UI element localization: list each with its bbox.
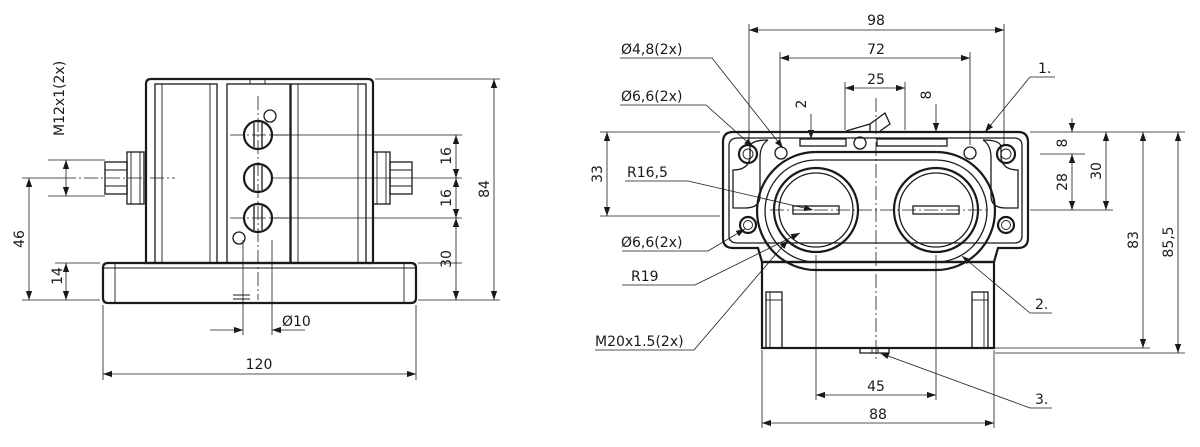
dim-8-right: 8 bbox=[1055, 139, 1071, 148]
flange-plate bbox=[721, 130, 1030, 264]
dim-30-right: 30 bbox=[1089, 162, 1105, 180]
left-plug bbox=[104, 151, 145, 205]
callout-3: 3. bbox=[1035, 392, 1048, 408]
dim-16-upper: 16 bbox=[439, 147, 455, 165]
dim-46: 46 bbox=[12, 230, 28, 248]
top-view: 98 72 25 2 8 Ø4,8(2x) Ø6,6(2x) 33 R16,5 … bbox=[590, 13, 1185, 428]
dim-dia-6-6-upper: Ø6,6(2x) bbox=[621, 89, 682, 105]
dim-98: 98 bbox=[867, 13, 885, 29]
dim-r19: R19 bbox=[631, 269, 659, 285]
dim-dia-10: Ø10 bbox=[282, 314, 311, 330]
dim-16-lower: 16 bbox=[439, 189, 455, 207]
dim-dia-6-6-lower: Ø6,6(2x) bbox=[621, 235, 682, 251]
dim-120: 120 bbox=[246, 357, 273, 373]
mounting-holes bbox=[737, 136, 1017, 235]
housing-body bbox=[144, 77, 375, 265]
dim-85-5: 85,5 bbox=[1161, 226, 1177, 257]
dim-r16-5: R16,5 bbox=[627, 165, 668, 181]
dim-14: 14 bbox=[50, 267, 66, 285]
dim-30-left: 30 bbox=[439, 250, 455, 268]
dim-8-top: 8 bbox=[919, 91, 935, 100]
dim-m20: M20x1.5(2x) bbox=[595, 334, 684, 350]
dim-72: 72 bbox=[867, 42, 885, 58]
center-plate bbox=[226, 83, 291, 264]
dim-25: 25 bbox=[867, 72, 885, 88]
dim-33: 33 bbox=[590, 165, 606, 183]
lower-housing bbox=[760, 260, 996, 350]
dim-45: 45 bbox=[867, 379, 885, 395]
dim-thread-m12: M12x1(2x) bbox=[52, 61, 68, 136]
dim-dia-4-8: Ø4,8(2x) bbox=[621, 42, 682, 58]
front-view: M12x1(2x) 46 14 84 16 16 30 Ø10 120 bbox=[12, 61, 500, 380]
callout-1: 1. bbox=[1038, 61, 1051, 77]
dim-28: 28 bbox=[1055, 173, 1071, 191]
dim-88: 88 bbox=[869, 407, 887, 423]
dim-83: 83 bbox=[1126, 231, 1142, 249]
base-plate bbox=[101, 261, 418, 305]
dim-84: 84 bbox=[477, 180, 493, 198]
dim-2: 2 bbox=[794, 100, 810, 109]
callout-2: 2. bbox=[1035, 297, 1048, 313]
port-circles bbox=[232, 109, 277, 245]
